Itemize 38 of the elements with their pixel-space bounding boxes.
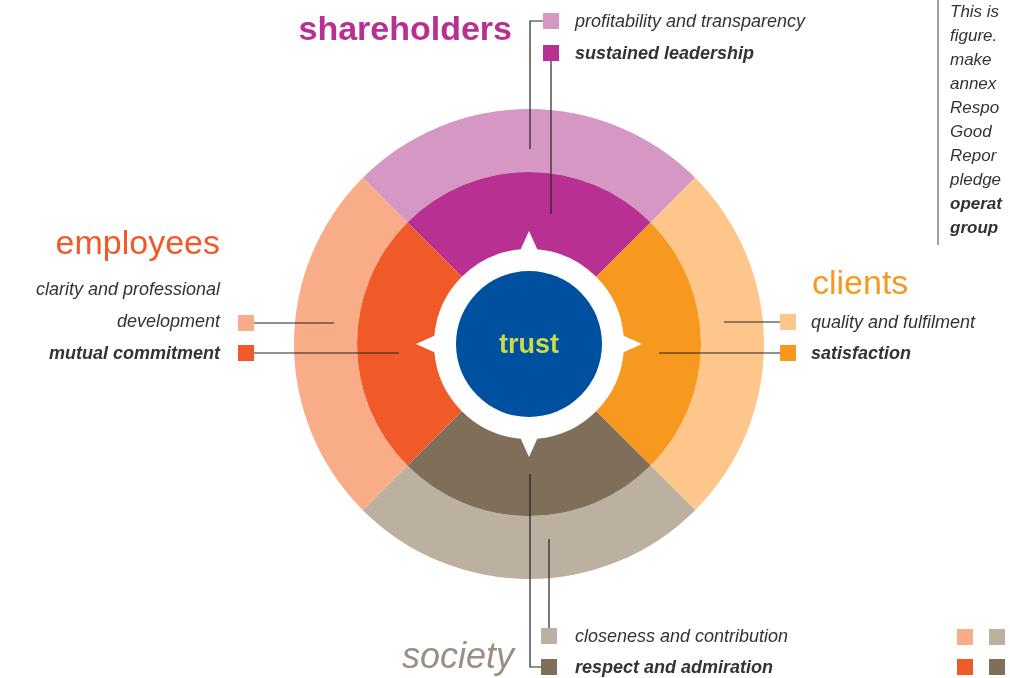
note-text: This is: [950, 1, 1000, 23]
note-text: pledge: [950, 169, 1002, 191]
ring-segment: [294, 177, 408, 511]
ring-segment: [407, 172, 651, 277]
note-text: group: [950, 217, 999, 239]
category-text: mutual commitment: [47, 342, 220, 365]
category-text: quality and fulfilment: [811, 311, 976, 334]
group-heading: shareholders: [298, 8, 512, 49]
group-heading: clients: [812, 262, 909, 303]
group-heading: employees: [55, 222, 220, 263]
ring-segment: [596, 222, 701, 466]
note-text: figure.: [950, 25, 998, 47]
leader-line: [529, 473, 542, 668]
category-text: respect and admiration: [575, 656, 774, 678]
leader-line: [253, 322, 335, 324]
ring-segment: [407, 411, 651, 516]
ring-segment: [357, 222, 462, 466]
note-text: make: [950, 49, 992, 71]
note-text: annex: [950, 73, 997, 95]
ring-segment: [650, 177, 764, 511]
center-circle: trust: [456, 271, 602, 417]
leader-line: [723, 321, 781, 323]
ring-segment: [362, 109, 696, 223]
note-text: operat: [950, 193, 1002, 215]
category-text: profitability and transparency: [575, 10, 806, 33]
group-heading: society: [401, 634, 514, 678]
leader-line: [550, 60, 552, 215]
category-text: closeness and contribution: [575, 625, 789, 648]
ring-segment: [362, 465, 696, 579]
category-text: satisfaction: [811, 342, 912, 365]
leader-line: [658, 352, 781, 354]
leader-line: [529, 20, 544, 150]
note-text: Respo: [950, 97, 1000, 119]
note-text: Repor: [950, 145, 997, 167]
category-text: sustained leadership: [575, 42, 755, 65]
leader-line: [253, 352, 400, 354]
leader-line: [548, 538, 550, 629]
note-text: Good: [950, 121, 992, 143]
